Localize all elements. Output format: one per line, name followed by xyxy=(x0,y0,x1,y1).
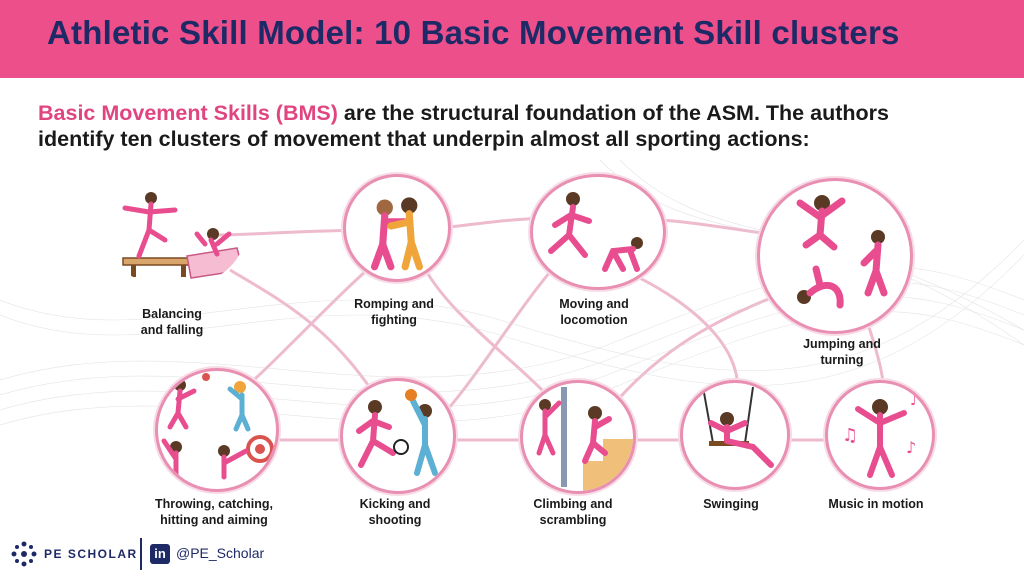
climbing-wall-icon xyxy=(520,380,636,494)
cluster-label: Climbing and scrambling xyxy=(533,497,613,527)
soccer-ball-icon xyxy=(340,378,456,494)
header-banner: Athletic Skill Model: 10 Basic Movement … xyxy=(0,0,1024,78)
linkedin-icon[interactable]: in xyxy=(150,544,170,564)
cluster-label: Kicking and shooting xyxy=(359,497,431,527)
intro-line2: identify ten clusters of movement that u… xyxy=(38,127,810,151)
footer-divider xyxy=(140,538,142,570)
svg-text:♪: ♪ xyxy=(906,438,916,457)
cluster-label: Throwing, catching, hitting and aiming xyxy=(154,497,274,527)
social-handle[interactable]: @PE_Scholar xyxy=(176,545,265,561)
bms-highlight: Basic Movement Skills (BMS) xyxy=(38,101,338,125)
ball-throw-icon xyxy=(155,368,279,492)
wrestling-icon xyxy=(343,174,451,282)
intro-text: Basic Movement Skills (BMS) are the stru… xyxy=(38,100,998,152)
running-icon xyxy=(530,174,666,290)
cluster-label: Balancing and falling xyxy=(140,307,204,337)
cluster-label: Swinging xyxy=(703,497,759,511)
cluster-label: Romping and fighting xyxy=(354,297,434,327)
intro-line1: are the structural foundation of the ASM… xyxy=(337,101,889,125)
cluster-label: Moving and locomotion xyxy=(559,297,629,327)
cluster-label: Jumping and turning xyxy=(803,337,881,367)
music-note-icon: ♫ ♪ ♪ xyxy=(825,380,935,490)
page-title: Athletic Skill Model: 10 Basic Movement … xyxy=(47,14,900,51)
jumping-icon xyxy=(757,178,913,334)
balance-beam-icon xyxy=(105,178,245,288)
swing-icon xyxy=(680,380,790,490)
pe-scholar-logo-icon xyxy=(11,541,37,567)
cluster-label: Music in motion xyxy=(828,497,924,511)
svg-text:♫: ♫ xyxy=(842,425,858,446)
svg-text:♪: ♪ xyxy=(910,393,919,409)
brand-name: PE SCHOLAR xyxy=(44,547,138,561)
